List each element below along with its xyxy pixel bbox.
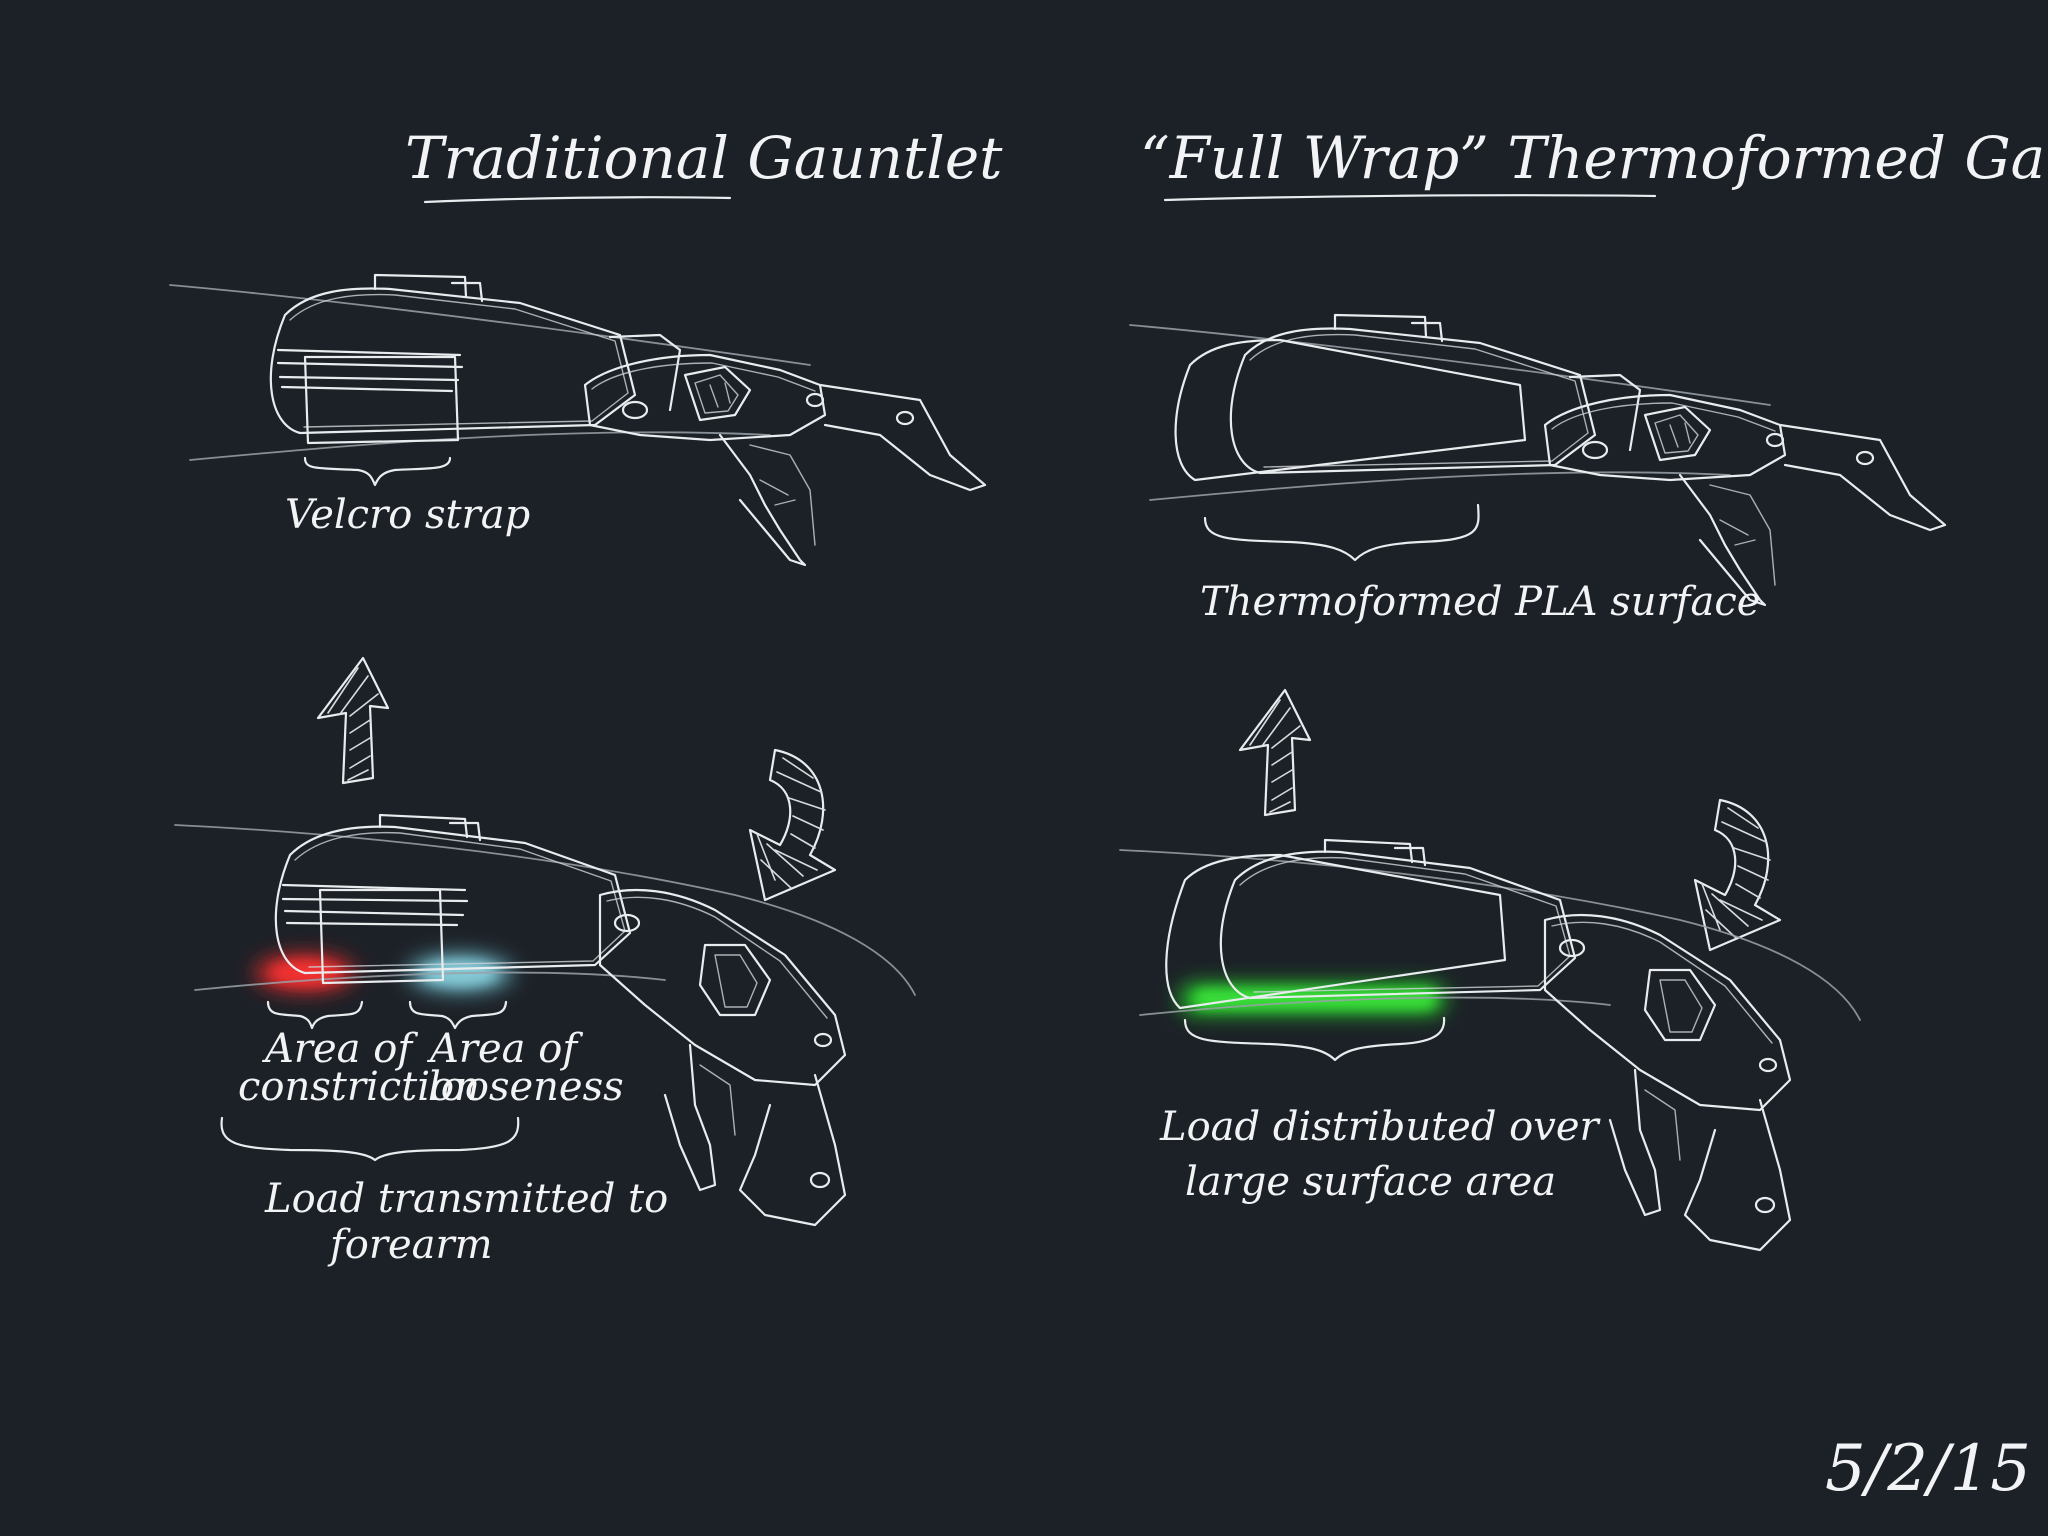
load-label-left-1: Load transmitted to xyxy=(264,1176,668,1222)
left-title: Traditional Gauntlet xyxy=(405,124,1003,192)
curved-arrow-left xyxy=(750,750,835,900)
constriction-brace xyxy=(268,1002,362,1028)
load-label-right-1: Load distributed over xyxy=(1159,1104,1602,1150)
sketch-date: 5/2/15 xyxy=(1825,1432,2031,1506)
left-title-underline xyxy=(425,197,730,202)
surface-label: Thermoformed PLA surface xyxy=(1200,579,1760,625)
left-title-group: Traditional Gauntlet xyxy=(405,124,1003,202)
right-title: “Full Wrap” Thermoformed Gauntlet xyxy=(1140,124,2048,192)
thermoformed-shell xyxy=(1176,340,1525,480)
traditional-gauntlet-loaded xyxy=(175,815,915,1225)
thermoformed-gauntlet-sketch xyxy=(1130,315,1945,605)
load-brace-left xyxy=(222,1118,519,1160)
looseness-brace xyxy=(410,1002,506,1028)
strap-brace xyxy=(305,458,450,485)
right-title-underline xyxy=(1165,195,1655,200)
distributed-brace xyxy=(1185,1018,1444,1060)
load-label-left-2: forearm xyxy=(327,1222,493,1268)
right-title-group: “Full Wrap” Thermoformed Gauntlet xyxy=(1140,124,2048,200)
strap-label: Velcro strap xyxy=(285,492,530,538)
up-arrow-right xyxy=(1240,690,1310,815)
looseness-label-2: looseness xyxy=(428,1064,624,1110)
load-label-right-2: large surface area xyxy=(1185,1159,1556,1205)
up-arrow-left xyxy=(318,658,388,783)
surface-brace xyxy=(1205,505,1479,560)
